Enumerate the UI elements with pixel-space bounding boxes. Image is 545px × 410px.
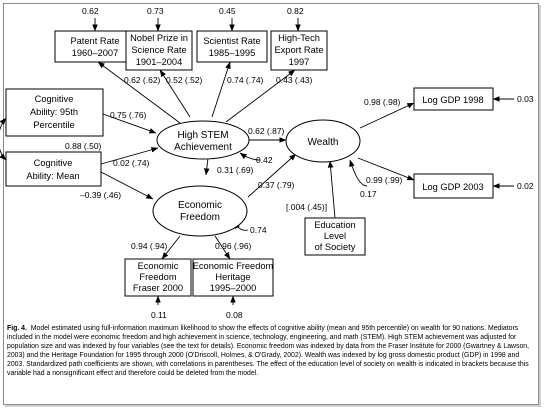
stem-node [156,120,250,160]
gdp1998-load-label: 0.98 (.98) [364,97,401,107]
freedom-err-label: 0.74 [250,225,267,235]
gdp1998-box-text: Log GDP 1998 [422,95,483,105]
freedom-heritage-arrow [214,235,231,260]
stem-nobel-arrow [159,69,191,118]
cog95-stem-arrow [102,113,157,134]
cog-correlation-arrow [0,117,7,161]
freedom-fraser-arrow [161,235,181,260]
hightech-box [270,30,328,71]
nobel-load-label: 0.52 (.52) [166,75,203,85]
cog95-stem-label: 0.75 (.76) [110,110,147,120]
cogmean-freedom-label: –0.39 (.46) [80,190,121,200]
heritage-err-label: 0.08 [226,310,243,320]
stem-patent-arrow [97,61,181,124]
fraser-load-label: 0.94 (.94) [131,241,168,251]
cogmean-freedom-arrow [100,171,154,200]
education-path-label: [.004 (.45)] [286,202,327,212]
education-box [304,217,366,256]
patent-err-label: 0.62 [82,6,99,16]
freedom-wealth-arrow [247,153,297,198]
wealth-node-text: Wealth [308,137,339,148]
cog95-box [5,88,104,137]
wealth-gdp2003-arrow [357,157,415,181]
freedom-wealth-label: 0.37 (.79) [258,180,295,190]
gdp2003-err-label: 0.02 [517,181,534,191]
education-wealth-arrow [327,160,336,219]
stem-wealth-label: 0.62 (.87) [248,126,285,136]
stem-err-label: 0.42 [256,155,273,165]
wealth-gdp1998-arrow [359,102,415,129]
gdp2003-box-text: Log GDP 2003 [422,182,483,192]
figure-caption: Fig. 4. Model estimated using full-infor… [7,324,535,379]
heritage-load-label: 0.96 (.96) [215,241,252,251]
fraser-err-label: 0.11 [151,310,167,320]
hightech-load-label: 0.43 (.43) [276,75,313,85]
freedom-node [152,185,248,237]
wealth-node [285,119,361,163]
cog-corr-label: 0.88 (.50) [65,141,102,151]
stem-err-arrow [239,152,261,161]
hightech-err-label: 0.82 [287,6,304,16]
stem-freedom-arrow [203,157,210,176]
figure-caption-text: Model estimated using full-information m… [7,325,530,378]
gdp1998-box [413,87,494,111]
wealth-err-label: 0.17 [360,189,377,199]
scientist-load-label: 0.74 (.74) [227,75,264,85]
patent-load-label: 0.62 (.62) [124,75,161,85]
gdp1998-err-label: 0.03 [517,94,534,104]
patent-box [54,30,136,63]
nobel-err-label: 0.73 [147,6,164,16]
cogmean-stem-label: 0.02 (.74) [113,158,150,168]
nobel-box [125,30,193,71]
heritage-box [192,258,274,297]
gdp2003-box [413,173,494,199]
stem-hightech-arrow [225,69,296,123]
cogmean-box [5,151,102,187]
stem-freedom-label: 0.31 (.69) [217,165,254,175]
figure-caption-label: Fig. 4. [7,325,27,332]
wealth-err-arrow [349,159,368,187]
scientist-box [196,30,268,63]
stem-scientist-arrow [211,61,231,118]
fraser-box [124,258,192,297]
scientist-err-label: 0.45 [219,6,236,16]
cogmean-stem-arrow [100,147,159,165]
gdp2003-load-label: 0.99 (.99) [366,175,403,185]
